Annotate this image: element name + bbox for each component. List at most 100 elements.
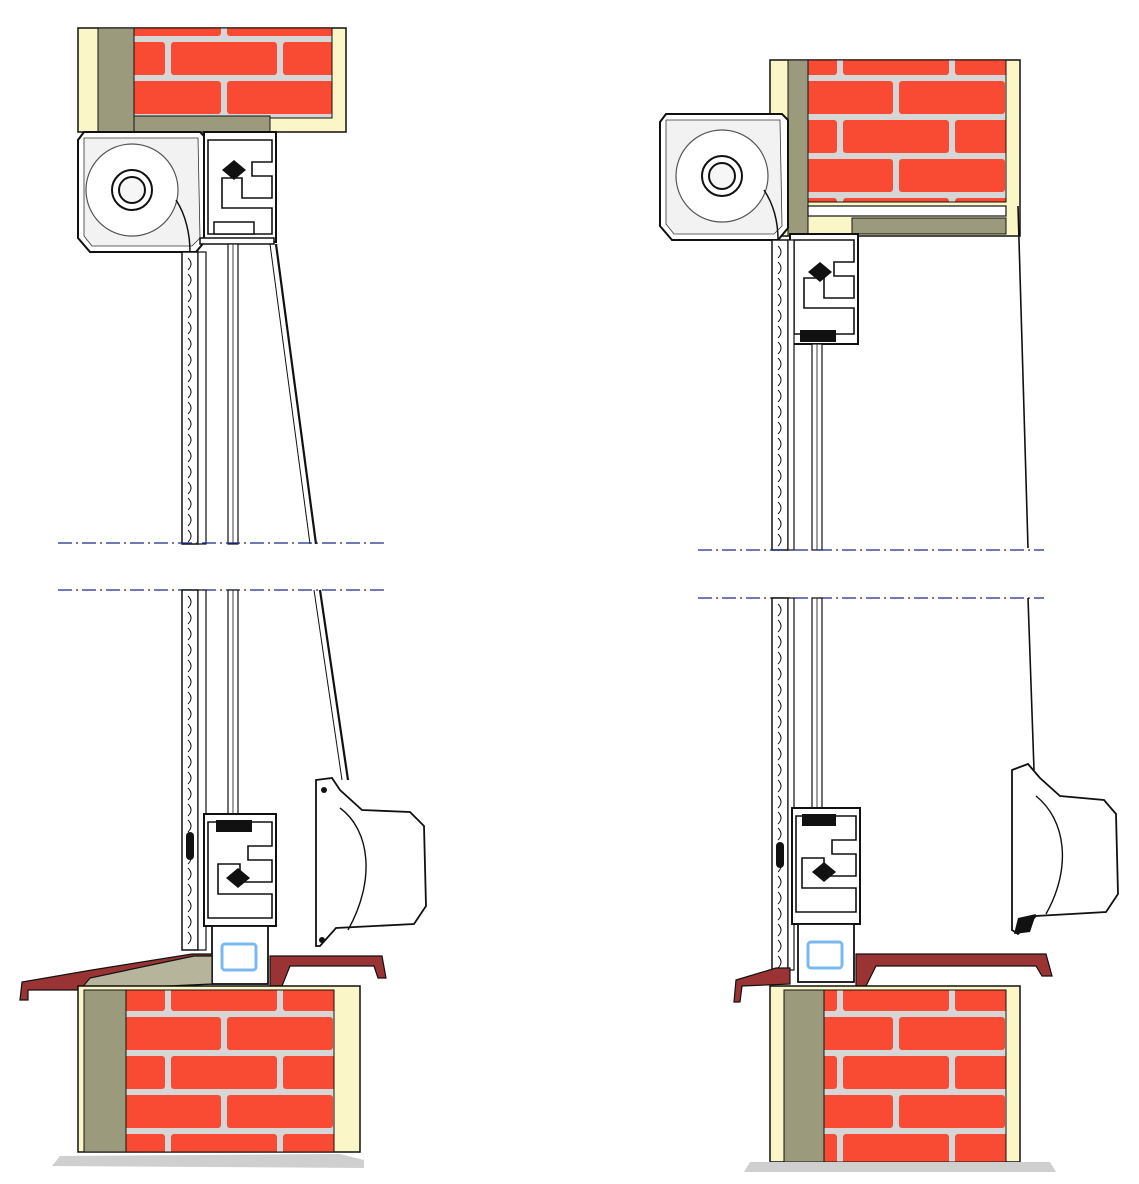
shutter-slat [777,437,782,451]
left-lintel [77,27,347,133]
right-section [659,59,1119,1172]
shutter-slat [777,389,782,403]
shutter-slat [777,453,782,467]
shutter-slat [187,401,192,415]
shutter-slat [187,529,192,543]
shutter-slat [777,325,782,339]
shutter-slat [187,497,192,511]
right-bottom-bracket [1011,762,1119,936]
shutter-slat [777,779,782,793]
shutter-slat [777,747,782,761]
shutter-slat [187,611,192,625]
left-shutter-curtain [181,243,318,545]
shutter-slat [187,257,192,271]
shutter-slat [187,417,192,431]
shutter-slat [777,907,782,921]
shutter-slat [187,369,192,383]
shutter-slat [187,899,192,913]
shutter-slat [187,707,192,721]
shutter-slat [777,245,782,259]
shutter-slat [187,739,192,753]
shutter-slat [777,533,782,547]
left-sill-profile [19,925,387,1001]
shutter-slat [187,337,192,351]
left-window-sill-frame [203,813,277,927]
shutter-slat [187,691,192,705]
shutter-slat [777,635,782,649]
shutter-slat [187,433,192,447]
shutter-slat [187,931,192,945]
shutter-slat [187,915,192,929]
shutter-slat [187,627,192,641]
shutter-slat [187,659,192,673]
right-shutter-curtain-lower [771,597,1035,971]
shutter-slat [777,827,782,841]
left-lower-wall [52,985,364,1168]
left-roller-box [77,131,207,253]
shutter-slat [777,501,782,515]
shutter-slat [777,277,782,291]
right-lower-wall [744,985,1056,1172]
shutter-slat [777,731,782,745]
right-window-sill-frame [791,807,861,925]
shutter-slat [187,289,192,303]
shutter-slat [187,755,192,769]
shutter-slat [777,517,782,531]
shutter-slat [777,923,782,937]
shutter-slat [777,875,782,889]
shutter-slat [777,699,782,713]
shutter-slat [187,723,192,737]
right-break-lines [698,549,1044,599]
shutter-slat [777,619,782,633]
shutter-slat [777,421,782,435]
shutter-slat [777,357,782,371]
shutter-slat [777,261,782,275]
shutter-slat [187,449,192,463]
shutter-slat [187,353,192,367]
left-shutter-curtain-lower [181,589,350,951]
shutter-slat [187,643,192,657]
right-lintel [769,59,1029,549]
shutter-slat [187,481,192,495]
shutter-slat [187,273,192,287]
shutter-slat [777,603,782,617]
shutter-slat [777,939,782,953]
shutter-slat [777,891,782,905]
shutter-slat [777,469,782,483]
shutter-slat [187,803,192,817]
shutter-slat [187,595,192,609]
shutter-slat [187,675,192,689]
shutter-slat [777,683,782,697]
shutter-slat [187,883,192,897]
left-break-lines [58,542,388,591]
left-window-head-frame [199,131,277,245]
shutter-slat [777,293,782,307]
shutter-slat [777,955,782,969]
shutter-slat [187,513,192,527]
shutter-slat [777,667,782,681]
right-roller-box [659,113,789,241]
shutter-slat [777,341,782,355]
shutter-slat [777,715,782,729]
shutter-slat [777,763,782,777]
shutter-slat [187,465,192,479]
shutter-slat [777,485,782,499]
shutter-slat [187,787,192,801]
shutter-slat [187,771,192,785]
right-shutter-curtain [771,239,823,551]
shutter-slat [187,819,192,833]
shutter-slat [187,385,192,399]
shutter-slat [777,405,782,419]
shutter-slat [187,321,192,335]
shutter-slat [187,305,192,319]
shutter-slat [187,867,192,881]
shutter-slat [777,795,782,809]
shutter-slat [777,373,782,387]
right-window-head-frame [789,233,859,345]
shutter-slat [777,811,782,825]
shutter-slat [777,309,782,323]
shutter-slat [777,651,782,665]
right-sill-profile [733,923,1053,1003]
